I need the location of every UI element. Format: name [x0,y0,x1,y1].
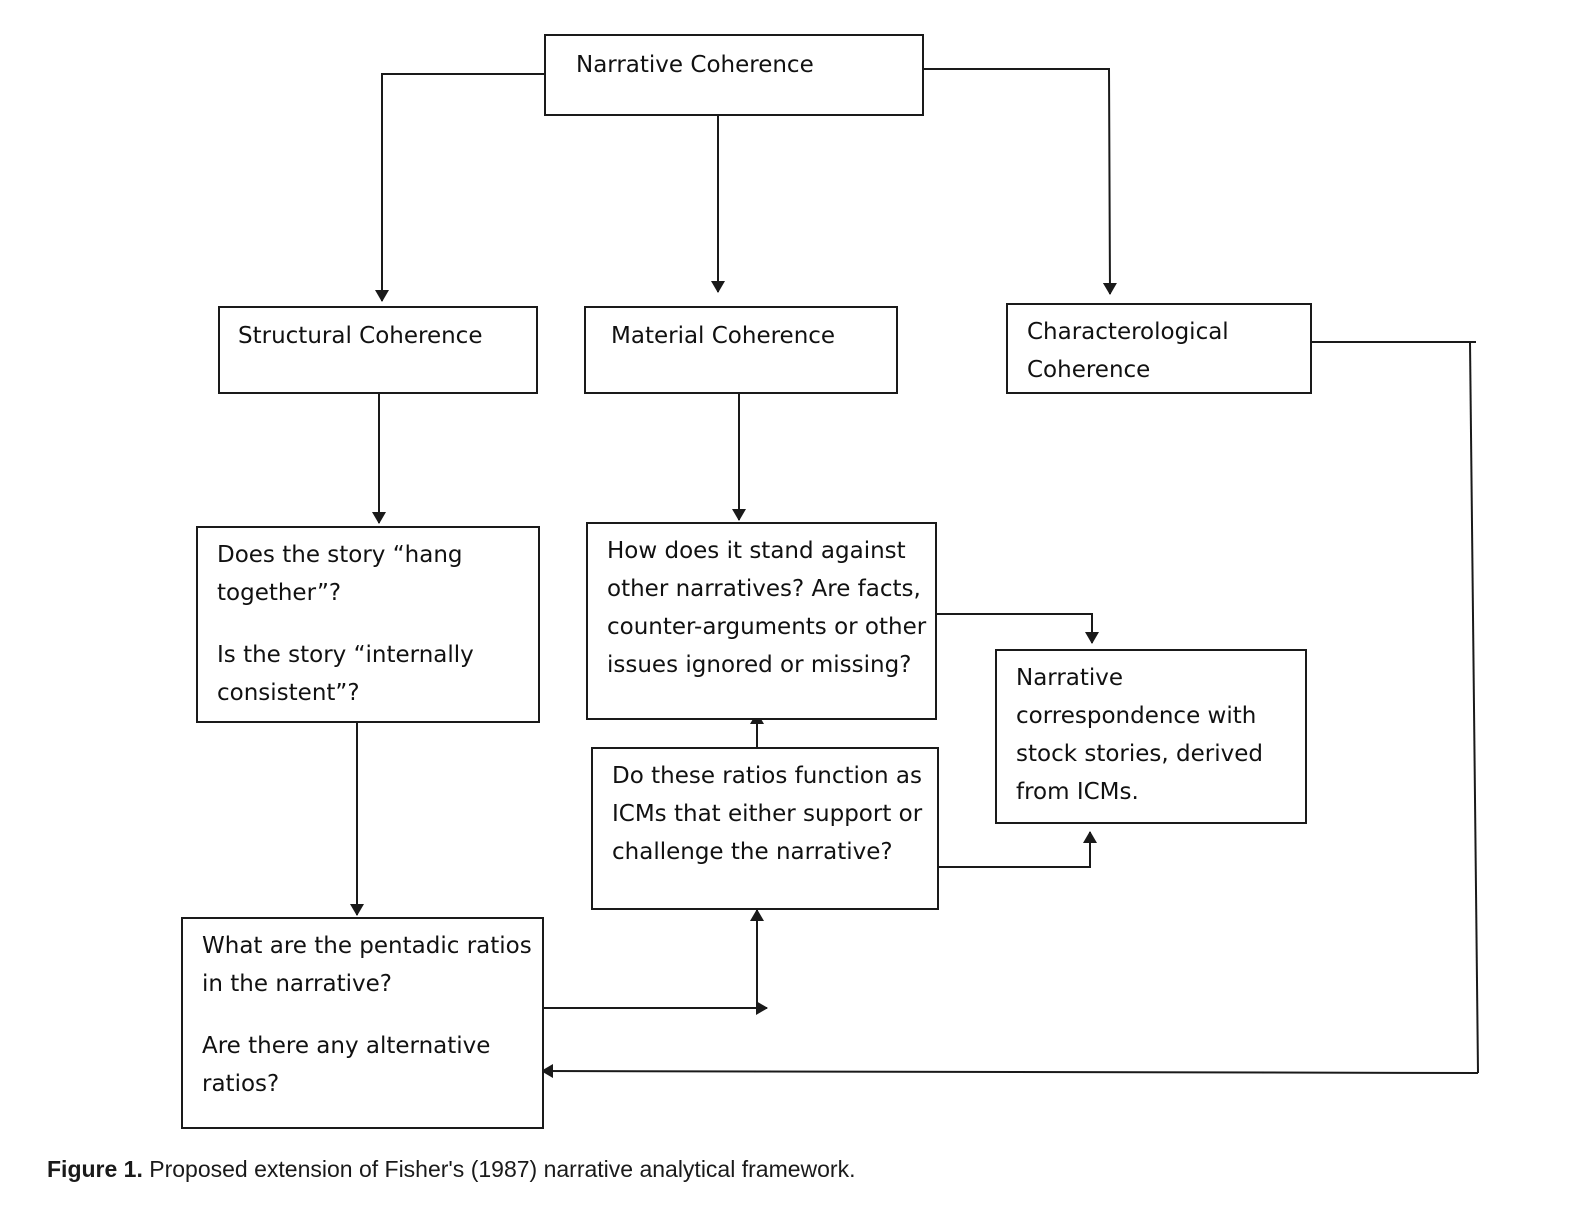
ratios-function-text: Do these ratios function as ICMs that ei… [612,763,923,865]
pentadic-ratios-question: What are the pentadic ratios in the narr… [202,933,532,997]
arrow-ratios-to-correspondence [939,831,1097,868]
figure-caption: Figure 1. Proposed extension of Fisher's… [47,1156,855,1183]
characterological-coherence-box: Characterological Coherence [1006,303,1312,394]
narrative-coherence-label: Narrative Coherence [576,52,814,78]
figure-label: Figure 1. [47,1156,143,1182]
arrow-bottom-to-pentadic [541,1064,1479,1079]
pentadic-ratios-box: What are the pentadic ratios in the narr… [181,917,544,1129]
hang-together-question: Does the story “hang together”? [217,542,463,606]
internally-consistent-question: Is the story “internally consistent”? [217,642,474,706]
characterological-label-line-2: Coherence [1027,357,1151,383]
arrow-stand-against-to-correspondence [937,613,1099,644]
arrow-narrative-to-characterological [924,68,1117,295]
material-coherence-label: Material Coherence [611,323,836,349]
structural-coherence-box: Structural Coherence [218,306,538,394]
narrative-coherence-box: Narrative Coherence [544,34,924,116]
line-right-vertical [1469,341,1479,1074]
stand-against-box: How does it stand against other narrativ… [586,522,937,720]
alternative-ratios-question: Are there any alternative ratios? [202,1033,491,1097]
characterological-label-line-1: Characterological [1027,319,1229,345]
structural-coherence-label: Structural Coherence [238,323,483,349]
hang-together-box: Does the story “hang together”? Is the s… [196,526,540,723]
correspondence-text: Narrative correspondence with stock stor… [1016,665,1263,805]
material-coherence-box: Material Coherence [584,306,898,394]
correspondence-box: Narrative correspondence with stock stor… [995,649,1307,824]
figure-caption-text: Proposed extension of Fisher's (1987) na… [142,1156,856,1182]
stand-against-text: How does it stand against other narrativ… [607,538,927,678]
ratios-function-box: Do these ratios function as ICMs that ei… [591,747,939,910]
arrow-narrative-to-structural [375,73,545,302]
